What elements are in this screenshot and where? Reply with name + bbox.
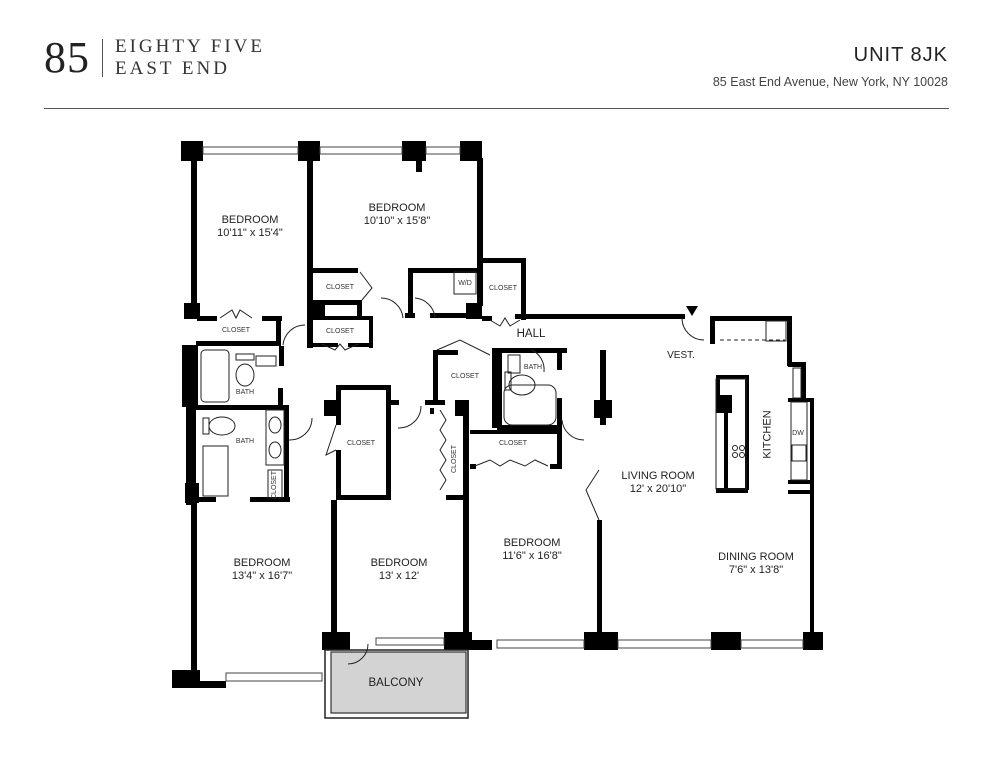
room-bedroom-n: BEDROOM 10'10" x 15'8": [364, 202, 430, 228]
room-size: 13' x 12': [378, 570, 420, 582]
unit-info: UNIT 8JK 85 East End Avenue, New York, N…: [713, 44, 948, 89]
room-hall: HALL: [516, 328, 546, 340]
header-divider: [44, 108, 949, 109]
closet-label: CLOSET: [346, 440, 376, 447]
room-size: 10'11" x 15'4": [217, 227, 283, 239]
room-bedroom-s: BEDROOM 13' x 12': [371, 557, 428, 583]
room-name: BEDROOM: [370, 557, 428, 569]
closet-label: CLOSET: [271, 470, 278, 500]
building-logo: 85 EIGHTY FIVE EAST END: [44, 36, 265, 80]
room-name: BEDROOM: [221, 214, 279, 226]
room-size: 13'4" x 16'7": [231, 570, 293, 582]
room-bedroom-sw: BEDROOM 13'4" x 16'7": [232, 557, 292, 583]
room-balcony: BALCONY: [368, 677, 424, 689]
logo-text: EIGHTY FIVE EAST END: [115, 36, 265, 80]
washer-dryer-label: W/D: [458, 280, 472, 287]
logo-line1: EIGHTY FIVE: [115, 36, 265, 57]
room-dining: DINING ROOM 7'6" x 13'8": [718, 551, 794, 577]
closet-label: CLOSET: [325, 284, 355, 291]
dishwasher-label: DW: [792, 430, 804, 437]
logo-divider: [102, 39, 103, 77]
closet-label: CLOSET: [325, 328, 355, 335]
bath-label: BATH: [235, 438, 255, 445]
room-bedroom-nw: BEDROOM 10'11" x 15'4": [217, 214, 283, 240]
unit-title: UNIT 8JK: [853, 44, 948, 66]
closet-label: CLOSET: [221, 327, 251, 334]
bath-label: BATH: [523, 364, 543, 371]
room-name: LIVING ROOM: [621, 470, 695, 482]
room-bedroom-se: BEDROOM 11'6" x 16'8": [502, 537, 562, 563]
room-name: BEDROOM: [503, 537, 561, 549]
closet-label: CLOSET: [450, 373, 480, 380]
logo-line2: EAST END: [115, 58, 230, 79]
closet-label: CLOSET: [451, 444, 458, 474]
room-size: 12' x 20'10": [629, 483, 687, 495]
room-name: BEDROOM: [368, 202, 426, 214]
room-vestibule: VEST.: [667, 350, 695, 361]
room-size: 11'6" x 16'8": [502, 550, 562, 562]
room-name: BEDROOM: [233, 557, 291, 569]
room-size: 7'6" x 13'8": [728, 564, 784, 576]
closet-label: CLOSET: [488, 285, 518, 292]
room-kitchen: KITCHEN: [761, 410, 774, 459]
room-living: LIVING ROOM 12' x 20'10": [621, 470, 694, 496]
room-name: DINING ROOM: [718, 551, 794, 563]
unit-address: 85 East End Avenue, New York, NY 10028: [712, 75, 948, 89]
room-size: 10'10" x 15'8": [363, 215, 431, 227]
logo-number: 85: [44, 33, 90, 82]
closet-label: CLOSET: [498, 440, 528, 447]
bath-label: BATH: [235, 389, 255, 396]
